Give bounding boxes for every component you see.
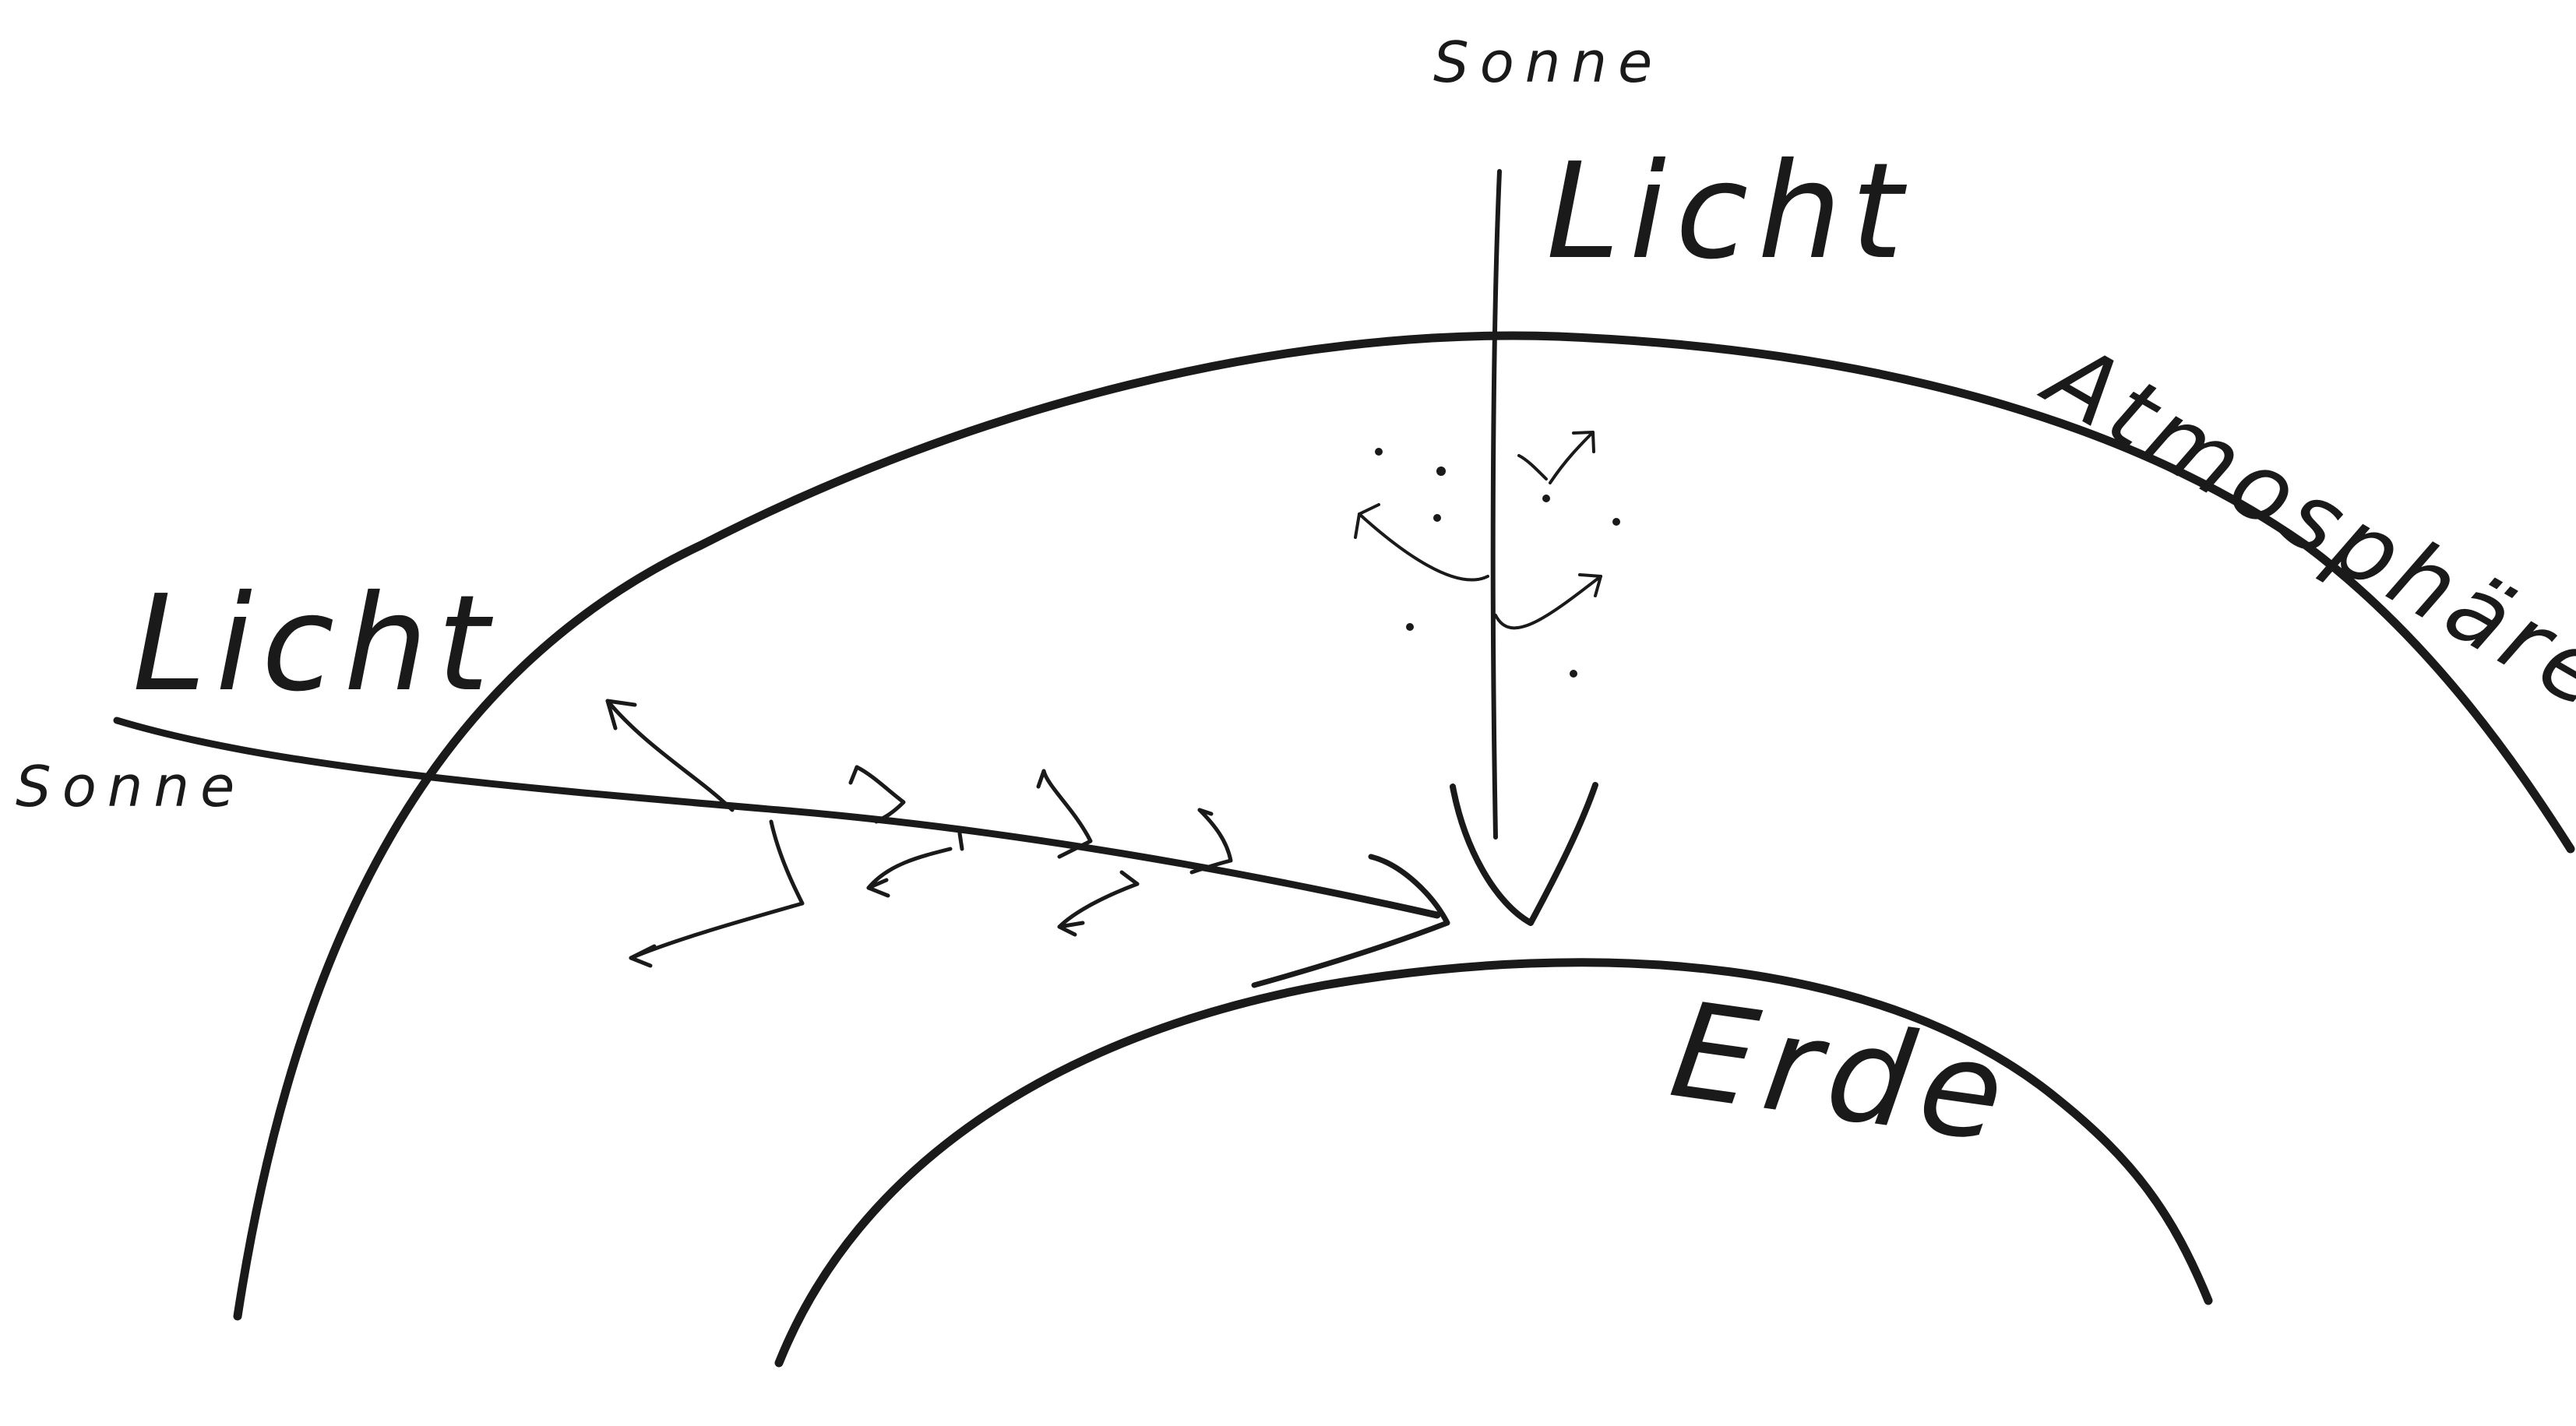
vertical-arrowhead (1450, 782, 1598, 926)
slanted-arrowhead (1251, 854, 1450, 988)
atmosphere-arc (233, 331, 2575, 1321)
earth-arc (774, 958, 2213, 1368)
sun-top-label: Sonne (1433, 30, 1663, 95)
earth-label: Erde (1662, 974, 2021, 1174)
slanted-scatter-arrows (605, 699, 1233, 968)
sun-left-label: Sonne (16, 754, 245, 819)
light-left-label: Licht (132, 567, 499, 721)
light-top-label: Licht (1546, 135, 1912, 289)
slanted-light-ray (113, 717, 1441, 919)
atmosphere-label: Atmosphäre (2025, 320, 2576, 732)
vertical-scatter-arrows (1354, 431, 1602, 630)
scatter-dots (1375, 448, 1620, 678)
vertical-light-ray (1490, 169, 1502, 840)
